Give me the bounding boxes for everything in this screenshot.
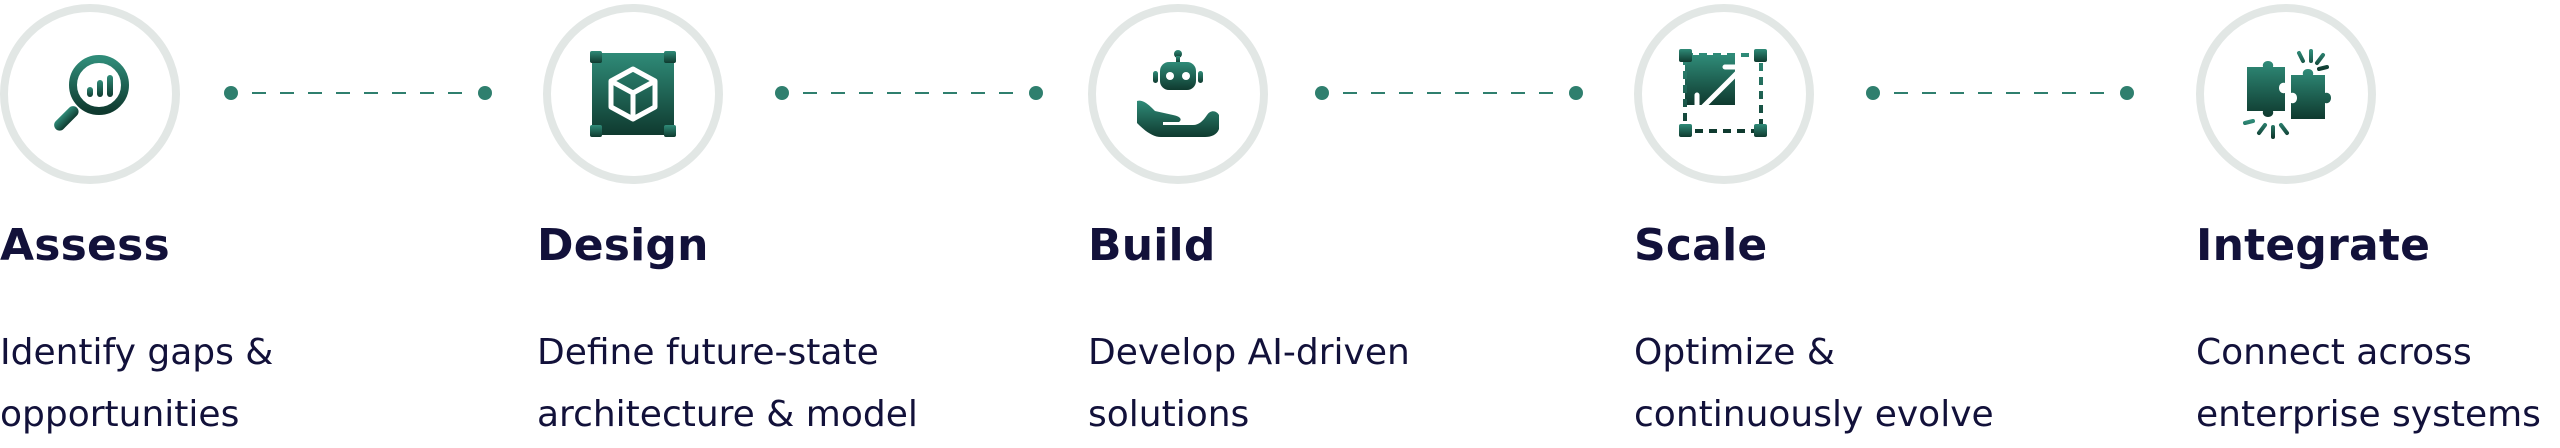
step-description: Develop AI-driven solutions: [1088, 322, 1410, 446]
step-title: Integrate: [2196, 220, 2431, 271]
scale-expand-icon: [1679, 49, 1767, 137]
step-description: Optimize & continuously evolve: [1634, 322, 1994, 446]
step-description-line: Connect across: [2196, 332, 2472, 373]
connector-2: [775, 86, 1043, 100]
step-title: Scale: [1634, 220, 1768, 271]
scale-icon-ring: [1634, 4, 1814, 184]
step-description: Define future-state architecture & model: [537, 322, 918, 446]
step-description-line: Identify gaps &: [0, 332, 274, 373]
connector-4: [1866, 86, 2134, 100]
step-description-line: Develop AI-driven: [1088, 332, 1410, 373]
connector-dashes: [252, 92, 464, 94]
cube-icon: [590, 51, 676, 137]
step-description-line: solutions: [1088, 394, 1250, 435]
connector-dot: [775, 86, 789, 100]
connector-dot: [1569, 86, 1583, 100]
connector-dashes: [1894, 92, 2106, 94]
step-title: Build: [1088, 220, 1216, 271]
step-description-line: enterprise systems: [2196, 394, 2541, 435]
connector-dot: [1315, 86, 1329, 100]
connector-3: [1315, 86, 1583, 100]
step-description-line: continuously evolve: [1634, 394, 1994, 435]
build-icon-ring: [1088, 4, 1268, 184]
robot-hand-icon: [1137, 50, 1219, 137]
connector-dot: [224, 86, 238, 100]
step-description: Connect across enterprise systems: [2196, 322, 2541, 446]
connector-1: [224, 86, 492, 100]
search-analytics-icon: [54, 55, 129, 131]
step-title: Design: [537, 220, 709, 271]
connector-dot: [2120, 86, 2134, 100]
puzzle-icon: [2243, 49, 2331, 139]
connector-dashes: [1343, 92, 1555, 94]
assess-icon-ring: [0, 4, 180, 184]
step-description: Identify gaps & opportunities: [0, 322, 273, 446]
step-description-line: Optimize &: [1634, 332, 1835, 373]
integrate-icon-ring: [2196, 4, 2376, 184]
step-title: Assess: [0, 220, 170, 271]
connector-dashes: [803, 92, 1015, 94]
step-description-line: Define future-state: [537, 332, 879, 373]
step-description-line: opportunities: [0, 394, 240, 435]
step-description-line: architecture & model: [537, 394, 918, 435]
connector-dot: [1866, 86, 1880, 100]
connector-dot: [1029, 86, 1043, 100]
design-icon-ring: [543, 4, 723, 184]
connector-dot: [478, 86, 492, 100]
